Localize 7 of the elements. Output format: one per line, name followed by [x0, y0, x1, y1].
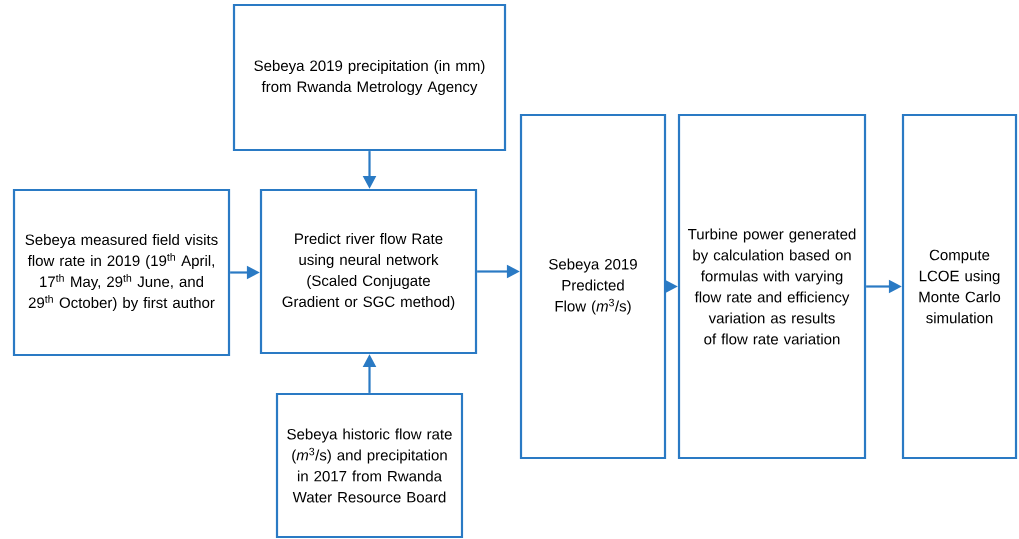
process-box: Sebeya 2019 precipitation (in mm) from Rwanda Metrology Agency	[232, 3, 507, 152]
process-box: Turbine power generated by calculation based on formulas with varying flow rate and efficiency variation as results of flow rate variation	[677, 113, 867, 460]
process-box: Sebeya 2019 Predicted Flow (m$^{3}$/s)	[519, 113, 667, 460]
process-box: Compute LCOE using Monte Carlo simulation	[901, 113, 1018, 460]
process-box: Sebeya measured field visits flow rate in 2019 (19$^{th}$ April, 17$^{th}$ May, 29$^{th}$ June, and 29$^{th}$ October) by first author	[12, 188, 231, 357]
process-box: Sebeya historic flow rate (m$^{3}$/s) and precipitation in 2017 from Rwanda Water Resource Board	[275, 392, 464, 539]
process-box: Predict river flow Rate using neural network (Scaled Conjugate Gradient or SGC method)	[259, 188, 478, 355]
